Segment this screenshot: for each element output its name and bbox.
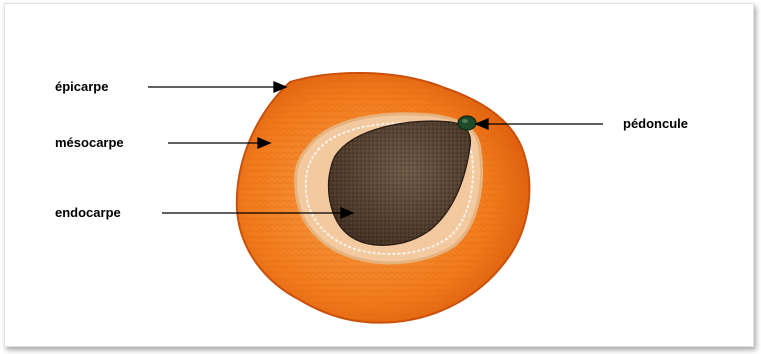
label-mesocarp: mésocarpe xyxy=(55,135,124,150)
label-epicarp: épicarpe xyxy=(55,79,108,94)
peduncle xyxy=(458,116,476,130)
label-endocarp: endocarpe xyxy=(55,205,121,220)
label-peduncle: pédoncule xyxy=(623,116,688,131)
